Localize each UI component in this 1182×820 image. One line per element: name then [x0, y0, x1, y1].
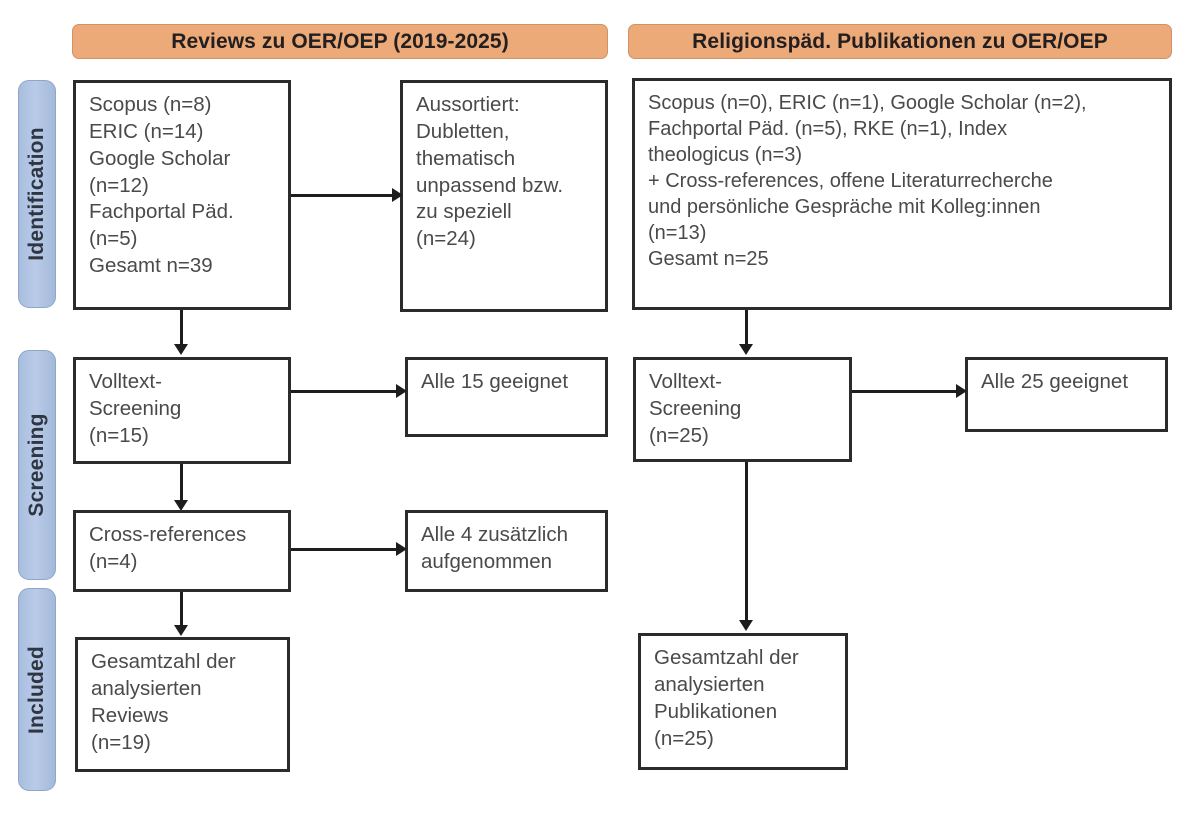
box-left-included-total: Gesamtzahl der analysierten Reviews (n=1… — [75, 637, 290, 772]
box-right-identification-sources: Scopus (n=0), ERIC (n=1), Google Scholar… — [632, 78, 1172, 310]
connector-left-screening-to-crossrefs — [180, 464, 183, 502]
connector-right-screening-to-result — [852, 390, 958, 393]
arrowhead-left-to-excluded — [392, 188, 403, 202]
box-right-fulltext-result: Alle 25 geeignet — [965, 357, 1168, 432]
arrowhead-right-to-screening — [739, 344, 753, 355]
column-header-reviews: Reviews zu OER/OEP (2019-2025) — [72, 24, 608, 59]
connector-left-crossrefs-to-result — [291, 548, 398, 551]
box-left-cross-references-result: Alle 4 zusätzlich aufgenommen — [405, 510, 608, 592]
box-right-included-total: Gesamtzahl der analysierten Publikatione… — [638, 633, 848, 770]
box-right-fulltext-screening: Volltext- Screening (n=25) — [633, 357, 852, 462]
box-left-fulltext-screening: Volltext- Screening (n=15) — [73, 357, 291, 464]
box-left-identification-sources: Scopus (n=8) ERIC (n=14) Google Scholar … — [73, 80, 291, 310]
arrowhead-left-crossrefs-result — [396, 542, 407, 556]
connector-left-screening-to-result — [291, 390, 398, 393]
stage-label-included: Included — [25, 645, 48, 734]
box-left-excluded: Aussortiert: Dubletten, thematisch unpas… — [400, 80, 608, 312]
column-header-religionspaed: Religionspäd. Publikationen zu OER/OEP — [628, 24, 1172, 59]
arrowhead-left-to-included — [174, 625, 188, 636]
box-left-cross-references: Cross-references (n=4) — [73, 510, 291, 592]
box-left-fulltext-result: Alle 15 geeignet — [405, 357, 608, 437]
arrowhead-left-to-screening — [174, 344, 188, 355]
arrowhead-right-to-included — [739, 620, 753, 631]
arrowhead-right-to-result — [956, 384, 967, 398]
connector-right-identification-to-screening — [745, 310, 748, 346]
connector-left-identification-to-screening — [180, 310, 183, 345]
connector-right-screening-to-included — [745, 462, 748, 622]
stage-bar-screening: Screening — [18, 350, 56, 580]
stage-bar-identification: Identification — [18, 80, 56, 308]
stage-label-screening: Screening — [25, 413, 48, 517]
stage-bar-included: Included — [18, 588, 56, 791]
connector-left-identification-to-excluded — [291, 194, 394, 197]
arrowhead-left-to-crossrefs — [174, 500, 188, 511]
stage-label-identification: Identification — [25, 127, 48, 261]
arrowhead-left-to-result — [396, 384, 407, 398]
connector-left-crossrefs-to-included — [180, 592, 183, 627]
